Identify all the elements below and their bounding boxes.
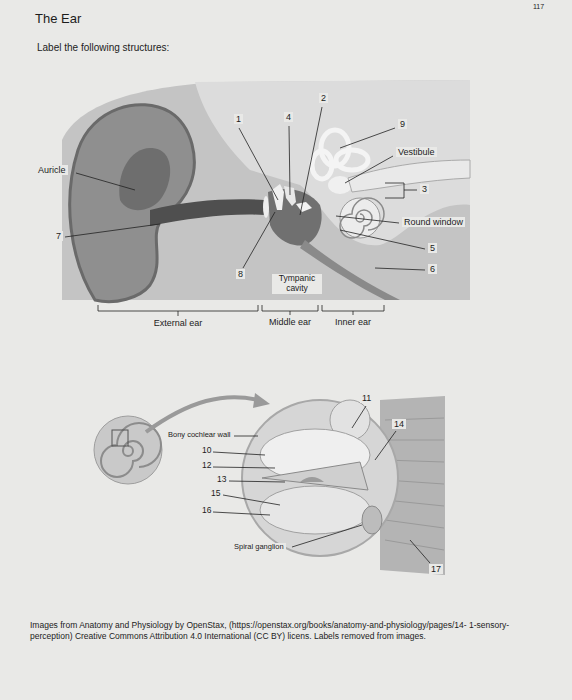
callout-number: 6 — [428, 264, 437, 274]
cochlea-detail-figure — [94, 393, 445, 575]
section-box — [112, 430, 128, 446]
leader-line — [410, 540, 430, 563]
callout-number: 16 — [200, 506, 213, 516]
auricle-shape — [70, 105, 195, 302]
page-number: 117 — [533, 3, 544, 11]
part-label: Vestibule — [396, 147, 437, 157]
part-label: Round window — [402, 217, 465, 227]
leader-line — [300, 107, 322, 215]
callout-number: 15 — [209, 489, 222, 499]
image-credit: Images from Anatomy and Physiology by Op… — [30, 620, 545, 643]
part-label: Inner ear — [335, 317, 371, 327]
region-bracket — [98, 305, 258, 316]
callout-number: 1 — [234, 114, 243, 124]
leader-line — [213, 467, 275, 468]
leader-line — [223, 495, 280, 505]
leader-line — [243, 212, 275, 268]
callout-number: 14 — [392, 419, 406, 429]
callout-number: 11 — [360, 393, 373, 403]
leader-line — [289, 126, 290, 195]
leader-line — [213, 452, 265, 455]
callout-number: 9 — [398, 119, 407, 129]
zoom-arrowhead — [253, 393, 270, 408]
leader-line — [375, 268, 425, 270]
ear-canal — [150, 199, 265, 226]
leader-line — [340, 128, 395, 148]
leader-line — [213, 512, 270, 515]
callout-number: 13 — [215, 475, 228, 485]
callout-number: 8 — [236, 269, 245, 279]
scala-tympani — [260, 486, 370, 534]
semicircular-canal — [336, 150, 368, 170]
leader-line — [352, 406, 366, 428]
leader-line — [65, 224, 160, 237]
callout-number: 3 — [420, 184, 429, 194]
leader-line — [239, 128, 278, 200]
callout-number: 12 — [200, 461, 213, 471]
part-label: Auricle — [36, 165, 68, 175]
callout-number: 7 — [54, 231, 63, 241]
callout-number: 17 — [429, 564, 443, 574]
callout-number: 2 — [319, 93, 328, 103]
region-bracket — [322, 305, 384, 315]
stapes — [296, 202, 312, 212]
leader-line — [292, 525, 362, 547]
semicircular-canal — [312, 151, 332, 179]
part-label: External ear — [154, 318, 203, 328]
bracket — [385, 183, 417, 198]
bony-cochlear-wall-shape — [242, 400, 398, 556]
part-label: Middle ear — [269, 317, 311, 327]
part-label: Spiral ganglion — [232, 543, 286, 552]
leader-line — [345, 156, 393, 183]
vestibulocochlear-nerve — [348, 160, 470, 192]
callout-number: 4 — [284, 112, 293, 122]
part-label: Bony cochlear wall — [166, 431, 233, 440]
concha — [119, 148, 170, 210]
callout-number: 10 — [200, 446, 213, 456]
organ-of-corti — [300, 477, 324, 482]
outer-ear-figure — [62, 80, 470, 302]
leader-line — [340, 230, 425, 249]
zoom-arrow — [146, 397, 258, 432]
region-bracket — [262, 305, 318, 315]
leader-line — [234, 436, 258, 437]
temporal-bone — [195, 80, 470, 245]
spiral-ganglion-shape — [362, 506, 382, 534]
cochlea-spiral — [340, 198, 384, 238]
callout-number: 5 — [428, 243, 437, 253]
instruction: Label the following structures: — [37, 42, 169, 54]
cochlea-icon-spiral — [101, 423, 161, 477]
leader-lines — [65, 107, 425, 316]
part-label: Tympanic cavity — [272, 274, 322, 294]
leader-line — [76, 173, 135, 190]
leader-lines — [213, 406, 430, 563]
leader-line — [229, 481, 285, 482]
page-title: The Ear — [35, 12, 81, 27]
cochlea-shape — [340, 198, 380, 238]
leader-line — [336, 216, 399, 223]
malleus — [272, 184, 284, 210]
tympanic-membrane — [263, 196, 269, 218]
leader-line — [375, 431, 396, 460]
